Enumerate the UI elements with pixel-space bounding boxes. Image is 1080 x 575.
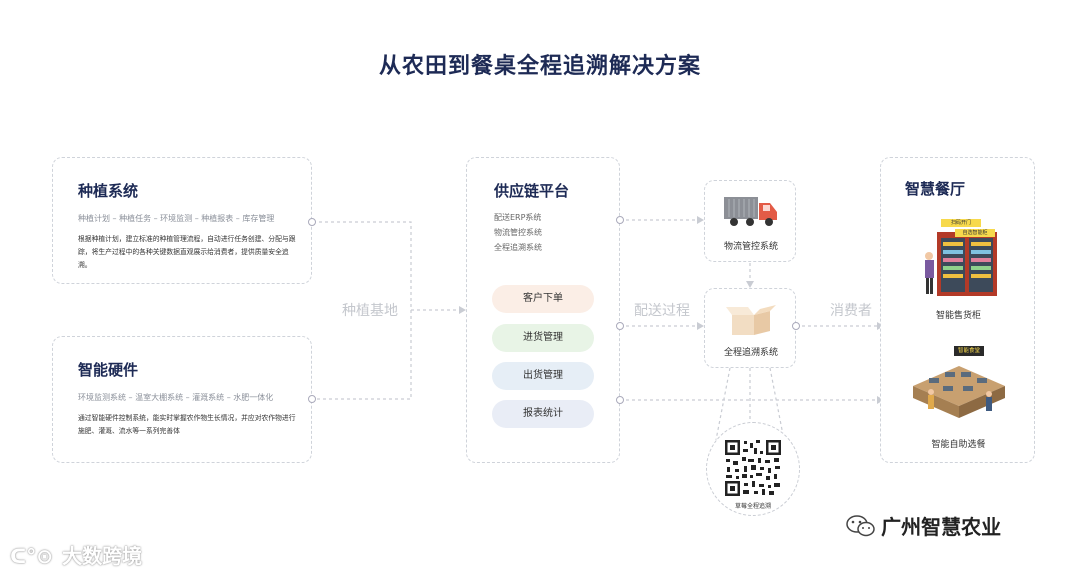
buffet-sign: 智能食堂 (954, 346, 984, 356)
pill-stock-in: 进货管理 (492, 324, 594, 352)
vending-label: 智能售货柜 (881, 308, 1036, 321)
qr-code-badge: 草莓全程追溯 (706, 422, 800, 516)
trace-label: 全程追溯系统 (705, 345, 797, 358)
vending-illustration: 扫码开门 自选智能柜 (921, 214, 1001, 300)
box-icon (724, 303, 778, 337)
watermark-left: ᑕ°⊙ 大数跨境 (10, 540, 138, 569)
planting-system-modules: 种植计划 – 种植任务 – 环境监测 – 种植报表 – 库存管理 (78, 213, 311, 224)
smart-hardware-description: 通过智能硬件控制系统，能实时掌握农作物生长情况，并应对农作物进行施肥、灌溉、流水… (78, 412, 298, 438)
logistics-node: 物流管控系统 (704, 180, 796, 262)
pill-report: 报表统计 (492, 400, 594, 428)
planting-system-description: 根据种植计划，建立标准的种植管理流程，自动进行任务创建、分配与跟踪，将生产过程中… (78, 233, 296, 272)
connector-label-base: 种植基地 (342, 300, 398, 320)
supply-system-logistics: 物流管控系统 (494, 225, 542, 240)
pill-customer-order: 客户下单 (492, 285, 594, 313)
supply-chain-systems: 配送ERP系统 物流管控系统 全程追溯系统 (494, 210, 542, 255)
trace-node: 全程追溯系统 (704, 288, 796, 368)
connector-dot (792, 322, 800, 330)
connector-dot (616, 216, 624, 224)
connector-dot (308, 395, 316, 403)
pill-stock-out: 出货管理 (492, 362, 594, 390)
watermark-left-icon: ᑕ°⊙ (10, 544, 53, 568)
watermark-right: 广州智慧农业 (846, 511, 1001, 540)
vending-sign-top: 扫码开门 (941, 219, 981, 227)
supply-chain-card: 供应链平台 配送ERP系统 物流管控系统 全程追溯系统 客户下单 进货管理 出货… (466, 157, 620, 463)
planting-system-title: 种植系统 (78, 180, 311, 201)
smart-hardware-title: 智能硬件 (78, 359, 311, 380)
buffet-illustration: 智能食堂 (909, 340, 1009, 424)
connector-dot (616, 396, 624, 404)
connector-dot (616, 322, 624, 330)
watermark-right-text: 广州智慧农业 (881, 515, 1001, 539)
connector-label-consumer: 消费者 (830, 300, 872, 320)
qr-caption: 草莓全程追溯 (707, 501, 799, 510)
qr-code-icon (724, 439, 782, 497)
truck-icon (722, 193, 780, 229)
connector-dot (308, 218, 316, 226)
supply-system-trace: 全程追溯系统 (494, 240, 542, 255)
smart-restaurant-title: 智慧餐厅 (905, 178, 965, 199)
smart-hardware-card: 智能硬件 环境监测系统 – 温室大棚系统 – 灌溉系统 – 水肥一体化 通过智能… (52, 336, 312, 463)
supply-chain-title: 供应链平台 (494, 180, 569, 201)
vending-sign-bottom: 自选智能柜 (955, 229, 995, 237)
smart-restaurant-card: 智慧餐厅 扫码开门 自选智能柜 智能售货柜 (880, 157, 1035, 463)
supply-system-erp: 配送ERP系统 (494, 210, 542, 225)
wechat-icon (846, 513, 876, 539)
connector-label-delivery: 配送过程 (634, 300, 690, 320)
buffet-label: 智能自助选餐 (881, 437, 1036, 450)
smart-hardware-modules: 环境监测系统 – 温室大棚系统 – 灌溉系统 – 水肥一体化 (78, 392, 311, 403)
logistics-label: 物流管控系统 (705, 239, 797, 252)
watermark-left-text: 大数跨境 (62, 544, 142, 568)
planting-system-card: 种植系统 种植计划 – 种植任务 – 环境监测 – 种植报表 – 库存管理 根据… (52, 157, 312, 284)
